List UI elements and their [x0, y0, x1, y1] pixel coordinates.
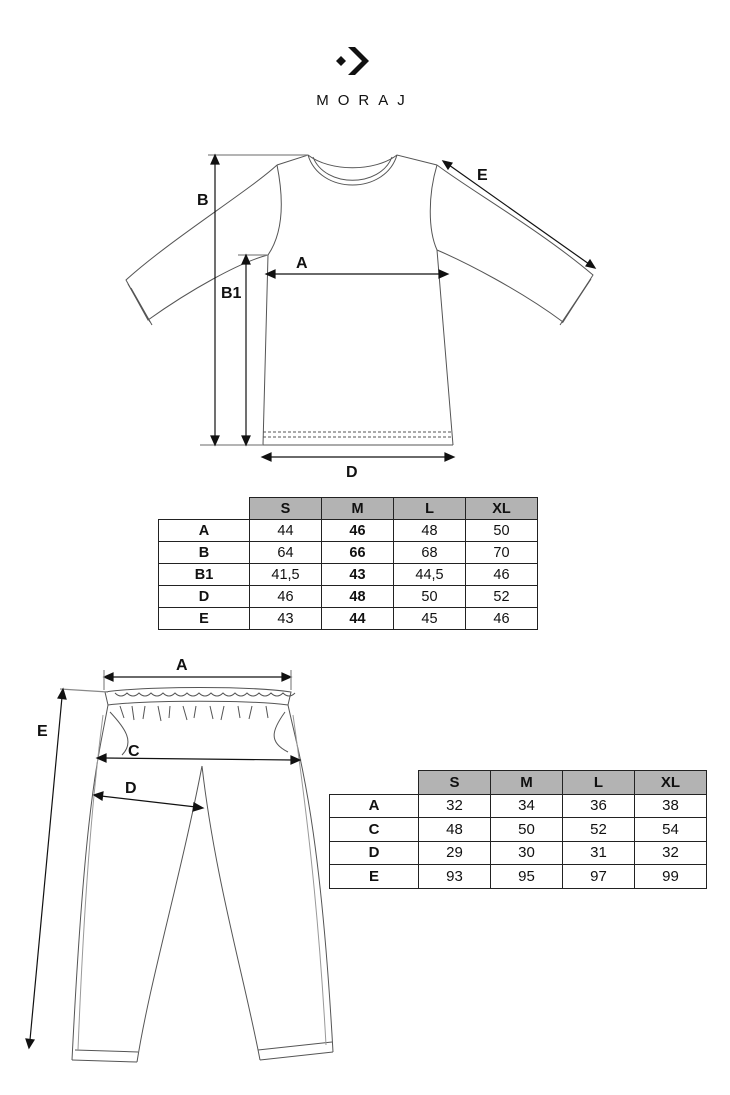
table-cell: 70 [465, 541, 538, 564]
table-corner [159, 498, 250, 520]
table-cell: 44,5 [393, 563, 466, 586]
table-row: A 32 34 36 38 [329, 793, 707, 818]
label-A: A [176, 657, 188, 674]
table-row: B 64 66 68 70 [158, 541, 538, 564]
row-label: D [158, 585, 250, 608]
table-cell: 50 [490, 817, 563, 842]
table-cell: 43 [321, 563, 394, 586]
table-cell: 45 [393, 607, 466, 630]
table-row: D 46 48 50 52 [158, 585, 538, 608]
table-row: E 93 95 97 99 [329, 864, 707, 889]
column-header: M [321, 497, 394, 520]
label-C: C [128, 743, 140, 760]
table-row: E 43 44 45 46 [158, 607, 538, 630]
table-cell: 68 [393, 541, 466, 564]
row-label: D [329, 840, 419, 865]
table-cell: 52 [465, 585, 538, 608]
row-label: B [158, 541, 250, 564]
row-label: E [329, 864, 419, 889]
column-header: S [249, 497, 322, 520]
table-cell: 95 [490, 864, 563, 889]
label-B1: B1 [221, 285, 242, 302]
table-row: A 44 46 48 50 [158, 519, 538, 542]
table-cell: 50 [393, 585, 466, 608]
table-cell: 66 [321, 541, 394, 564]
table-row: D 29 30 31 32 [329, 840, 707, 865]
row-label: E [158, 607, 250, 630]
label-E: E [37, 723, 48, 740]
label-B: B [197, 192, 209, 209]
table-cell: 93 [418, 864, 491, 889]
table-cell: 32 [634, 840, 707, 865]
column-header: L [393, 497, 466, 520]
row-label: C [329, 817, 419, 842]
column-header: XL [634, 770, 707, 795]
table-cell: 64 [249, 541, 322, 564]
table-cell: 30 [490, 840, 563, 865]
column-header: L [562, 770, 635, 795]
label-E: E [477, 167, 488, 184]
row-label: B1 [158, 563, 250, 586]
column-header: S [418, 770, 491, 795]
brand-name: MORAJ [316, 92, 414, 109]
table-header-row: S M L XL [330, 770, 707, 795]
label-D: D [346, 464, 358, 481]
table-cell: 46 [465, 563, 538, 586]
row-label: A [158, 519, 250, 542]
table-corner [330, 771, 419, 795]
table-cell: 46 [321, 519, 394, 542]
table-cell: 48 [321, 585, 394, 608]
row-label: A [329, 793, 419, 818]
table-cell: 36 [562, 793, 635, 818]
table-cell: 48 [393, 519, 466, 542]
table-cell: 48 [418, 817, 491, 842]
label-D: D [125, 780, 137, 797]
table-cell: 34 [490, 793, 563, 818]
table-cell: 52 [562, 817, 635, 842]
trousers-size-table: S M L XL A 32 34 36 38 C 48 50 52 54 D 2… [329, 770, 707, 889]
table-cell: 41,5 [249, 563, 322, 586]
table-cell: 50 [465, 519, 538, 542]
table-cell: 44 [249, 519, 322, 542]
table-cell: 97 [562, 864, 635, 889]
table-cell: 38 [634, 793, 707, 818]
table-header-row: S M L XL [159, 497, 538, 520]
table-cell: 99 [634, 864, 707, 889]
table-cell: 44 [321, 607, 394, 630]
table-cell: 54 [634, 817, 707, 842]
table-row: C 48 50 52 54 [329, 817, 707, 842]
table-cell: 43 [249, 607, 322, 630]
column-header: M [490, 770, 563, 795]
shirt-diagram: B B1 A D E [125, 153, 597, 481]
column-header: XL [465, 497, 538, 520]
table-cell: 46 [465, 607, 538, 630]
table-cell: 31 [562, 840, 635, 865]
table-row: B1 41,5 43 44,5 46 [158, 563, 538, 586]
table-cell: 46 [249, 585, 322, 608]
label-A: A [296, 255, 308, 272]
shirt-size-table: S M L XL A 44 46 48 50 B 64 66 68 70 B1 … [158, 497, 538, 630]
table-cell: 32 [418, 793, 491, 818]
brand-logo-icon [336, 47, 369, 75]
table-cell: 29 [418, 840, 491, 865]
